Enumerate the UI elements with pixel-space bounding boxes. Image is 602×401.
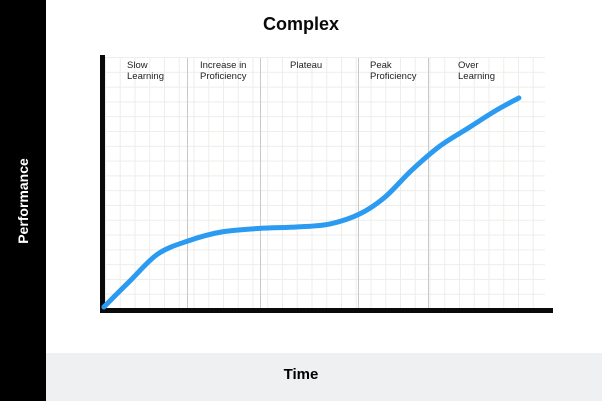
phase-divider xyxy=(260,58,261,308)
phase-label-slow-learning: Slow Learning xyxy=(127,60,164,82)
phase-label-over-learning: Over Learning xyxy=(458,60,495,82)
phase-divider xyxy=(358,58,359,308)
chart-title: Complex xyxy=(262,14,340,34)
y-axis-title: Performance xyxy=(15,157,31,244)
phase-divider xyxy=(428,58,429,308)
plot-grid xyxy=(105,57,545,308)
y-axis-line xyxy=(100,55,105,313)
performance-axis-band: Performance xyxy=(0,0,46,401)
time-axis-band xyxy=(0,353,602,401)
phase-label-increase-in-proficiency: Increase in Proficiency xyxy=(200,60,247,82)
x-axis-title: Time xyxy=(283,366,319,383)
x-axis-line xyxy=(100,308,553,313)
phase-label-plateau: Plateau xyxy=(290,60,323,71)
phase-label-peak-proficiency: Peak Proficiency xyxy=(370,60,417,82)
phase-divider xyxy=(187,58,188,308)
